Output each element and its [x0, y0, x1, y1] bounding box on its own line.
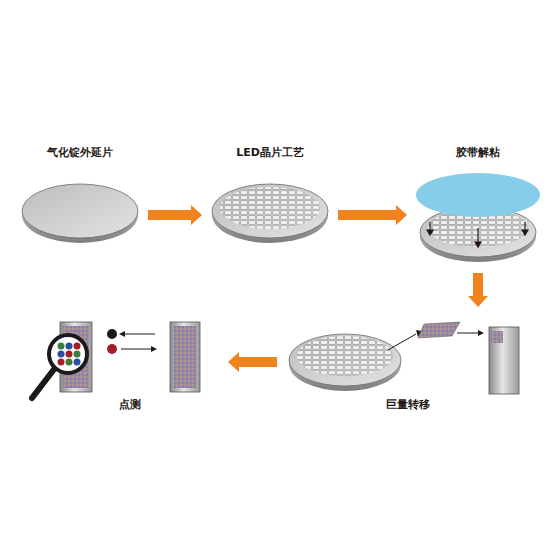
step-label: 胶带解粘 — [415, 145, 541, 160]
step-label: 气化锭外延片 — [20, 145, 140, 160]
step-label: LED晶片工艺 — [210, 145, 330, 160]
process-step: 胶带解粘 — [415, 145, 541, 265]
process-step: 巨量转移 — [285, 315, 530, 412]
process-step: 气化锭外延片 — [20, 145, 140, 250]
process-step: LED晶片工艺 — [210, 145, 330, 250]
flow-arrow — [228, 352, 277, 372]
flow-arrow — [338, 205, 407, 225]
step-label: 点测 — [40, 397, 220, 412]
flow-arrow — [468, 273, 488, 307]
process-step: 点测 — [40, 318, 220, 412]
flow-arrow — [148, 205, 202, 225]
step-label: 巨量转移 — [285, 397, 530, 412]
